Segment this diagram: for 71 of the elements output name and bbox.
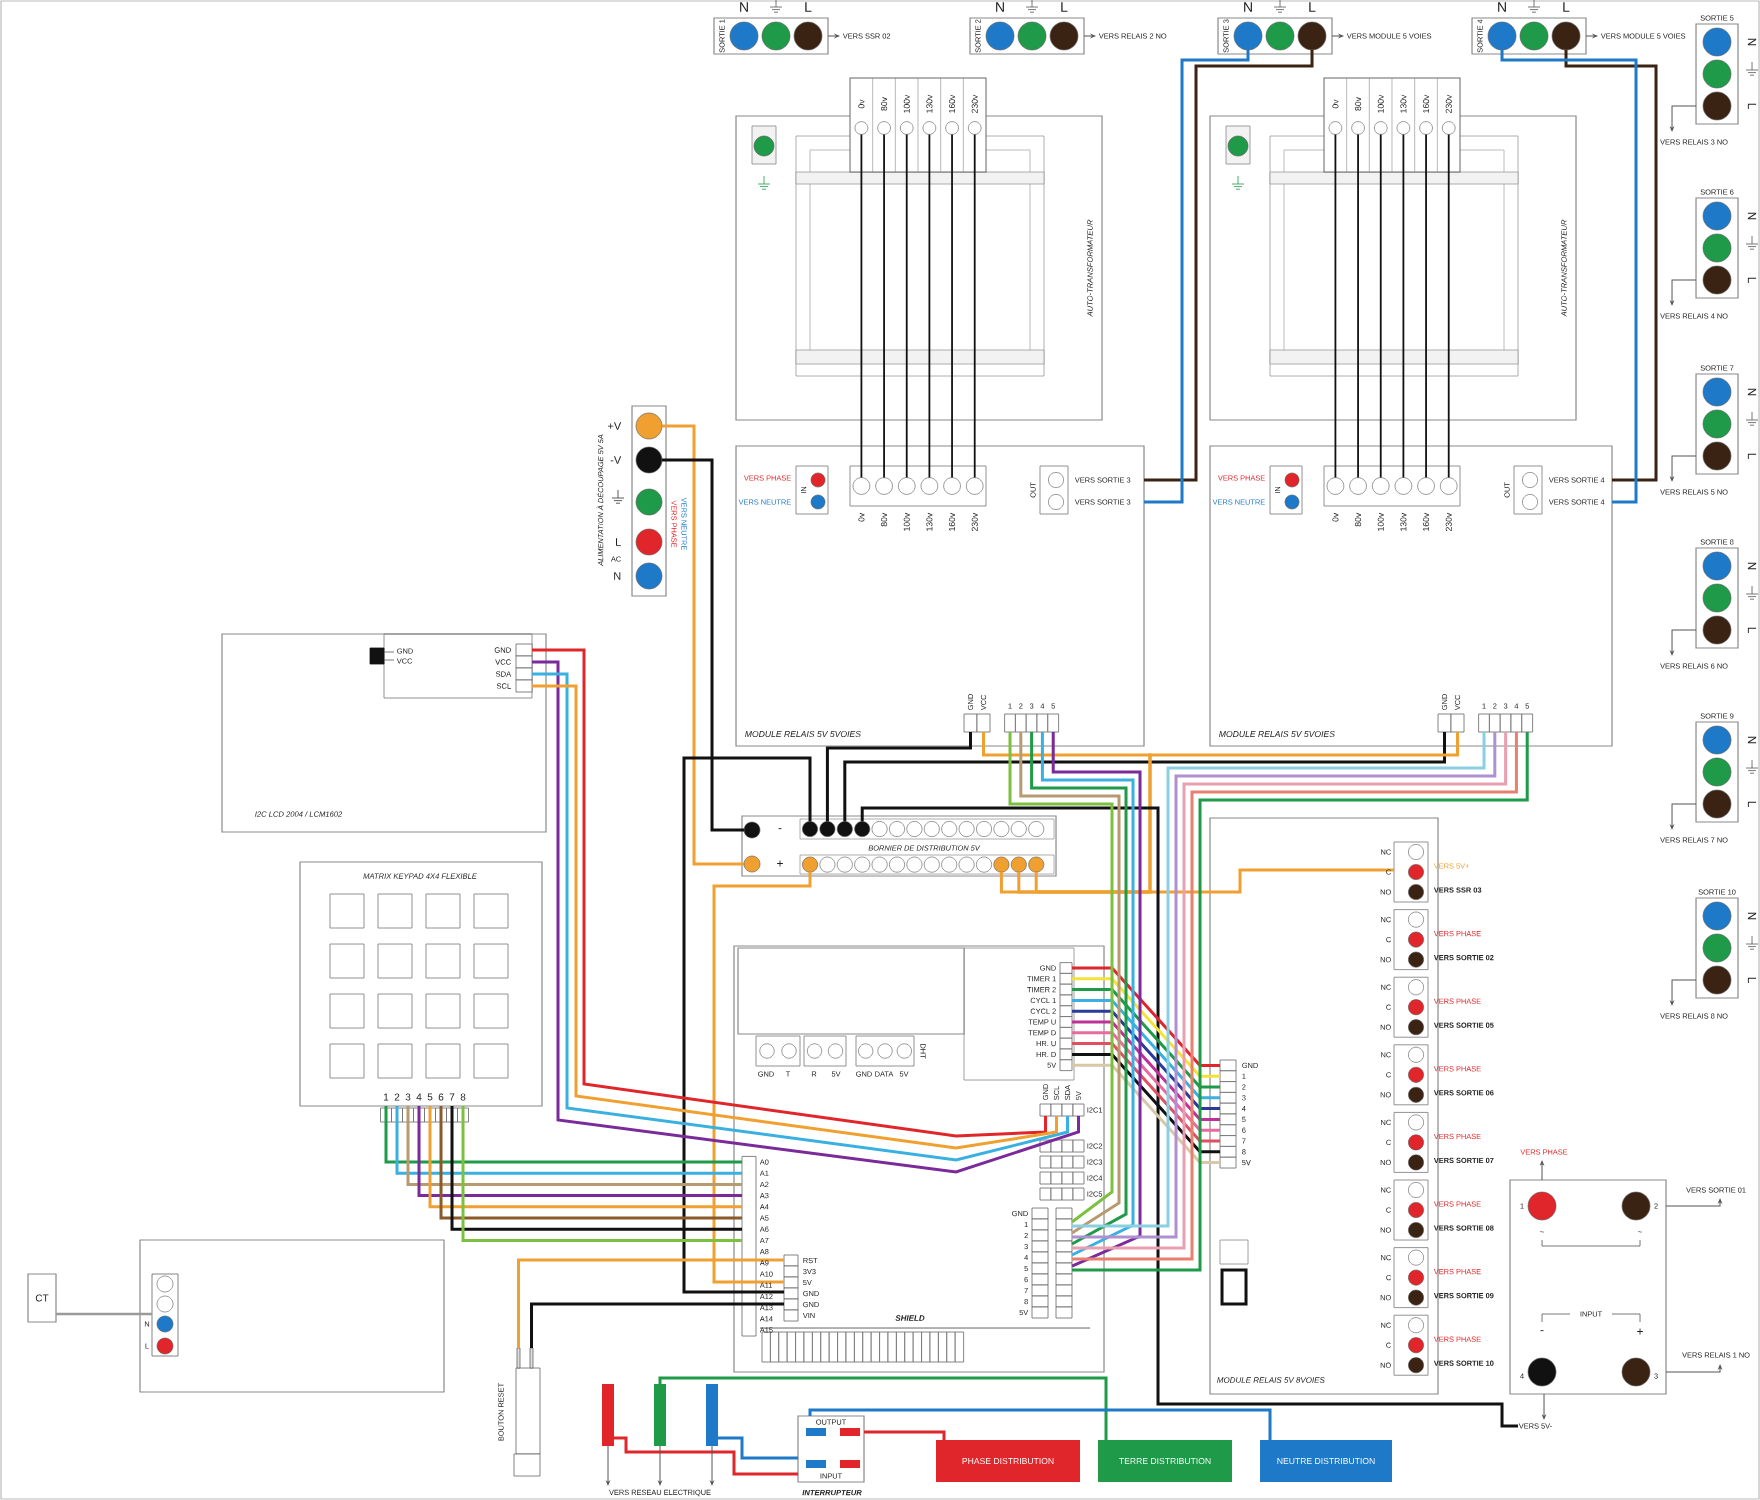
wire (1017, 732, 1459, 894)
arrow (658, 1445, 662, 1486)
arrow (1665, 1198, 1722, 1207)
wire (1072, 1042, 1220, 1143)
wire (662, 424, 744, 866)
wire (860, 806, 1518, 1428)
wire (395, 1106, 742, 1175)
wire (1144, 50, 1250, 504)
relay-module-board (1209, 445, 1613, 747)
arrow (1083, 34, 1096, 38)
arrow (1585, 34, 1598, 38)
wire (1072, 1052, 1220, 1154)
arrow (1331, 34, 1344, 38)
wire (808, 1408, 1272, 1440)
relay-module-board (735, 445, 1145, 747)
distribution-block (1098, 1440, 1232, 1482)
wire (682, 756, 812, 1294)
wire (1072, 1063, 1220, 1165)
push-button-drawing (513, 1347, 541, 1477)
wire (864, 1430, 946, 1440)
wire (1008, 732, 1114, 1224)
distribution-block (936, 1440, 1080, 1482)
terminal-strip (741, 815, 1057, 877)
wire (658, 1376, 1108, 1440)
arrow (710, 1445, 714, 1486)
arrow (1670, 105, 1697, 132)
arrow (1670, 979, 1697, 1006)
arrow (1670, 455, 1697, 482)
wire (1040, 732, 1135, 1257)
distribution-block (1260, 1440, 1392, 1482)
switch-box (797, 1415, 865, 1483)
wire (718, 1436, 798, 1460)
wire (1019, 732, 1121, 1235)
keypad-drawing (299, 861, 543, 1123)
wire (56, 1312, 152, 1316)
wire (1072, 988, 1220, 1089)
connector-bar (654, 1384, 666, 1446)
solid-state-relay (1509, 1179, 1667, 1395)
arrow (1670, 279, 1697, 306)
arrow (1665, 1364, 1722, 1373)
energy-meter-module (139, 1239, 445, 1393)
arrow (827, 34, 840, 38)
arrow (1670, 629, 1697, 656)
wire (530, 1302, 784, 1348)
arrow (1540, 1160, 1544, 1181)
arrow (606, 1445, 610, 1486)
current-sensor-box (27, 1273, 57, 1323)
wire (1072, 1009, 1220, 1111)
wire (662, 458, 744, 832)
wire (1072, 977, 1220, 1078)
lcd-module-board (221, 633, 547, 833)
wire (614, 1436, 798, 1476)
connector-bar (706, 1384, 718, 1446)
wire (999, 868, 1394, 894)
wire (1072, 1020, 1220, 1121)
arrow (1670, 803, 1697, 830)
wire (1072, 966, 1220, 1067)
wire (1051, 732, 1142, 1268)
wire (1072, 998, 1220, 1100)
wire (1564, 50, 1658, 482)
wire (1072, 1031, 1220, 1132)
wire (825, 732, 972, 822)
connector-bar (602, 1384, 614, 1446)
wire (843, 732, 1446, 822)
wire (406, 1106, 742, 1186)
wire (517, 1258, 784, 1348)
wire (712, 872, 812, 1284)
wire (982, 732, 1152, 894)
wire (1030, 732, 1128, 1246)
wire (384, 1106, 742, 1164)
arrow (1542, 1393, 1546, 1420)
